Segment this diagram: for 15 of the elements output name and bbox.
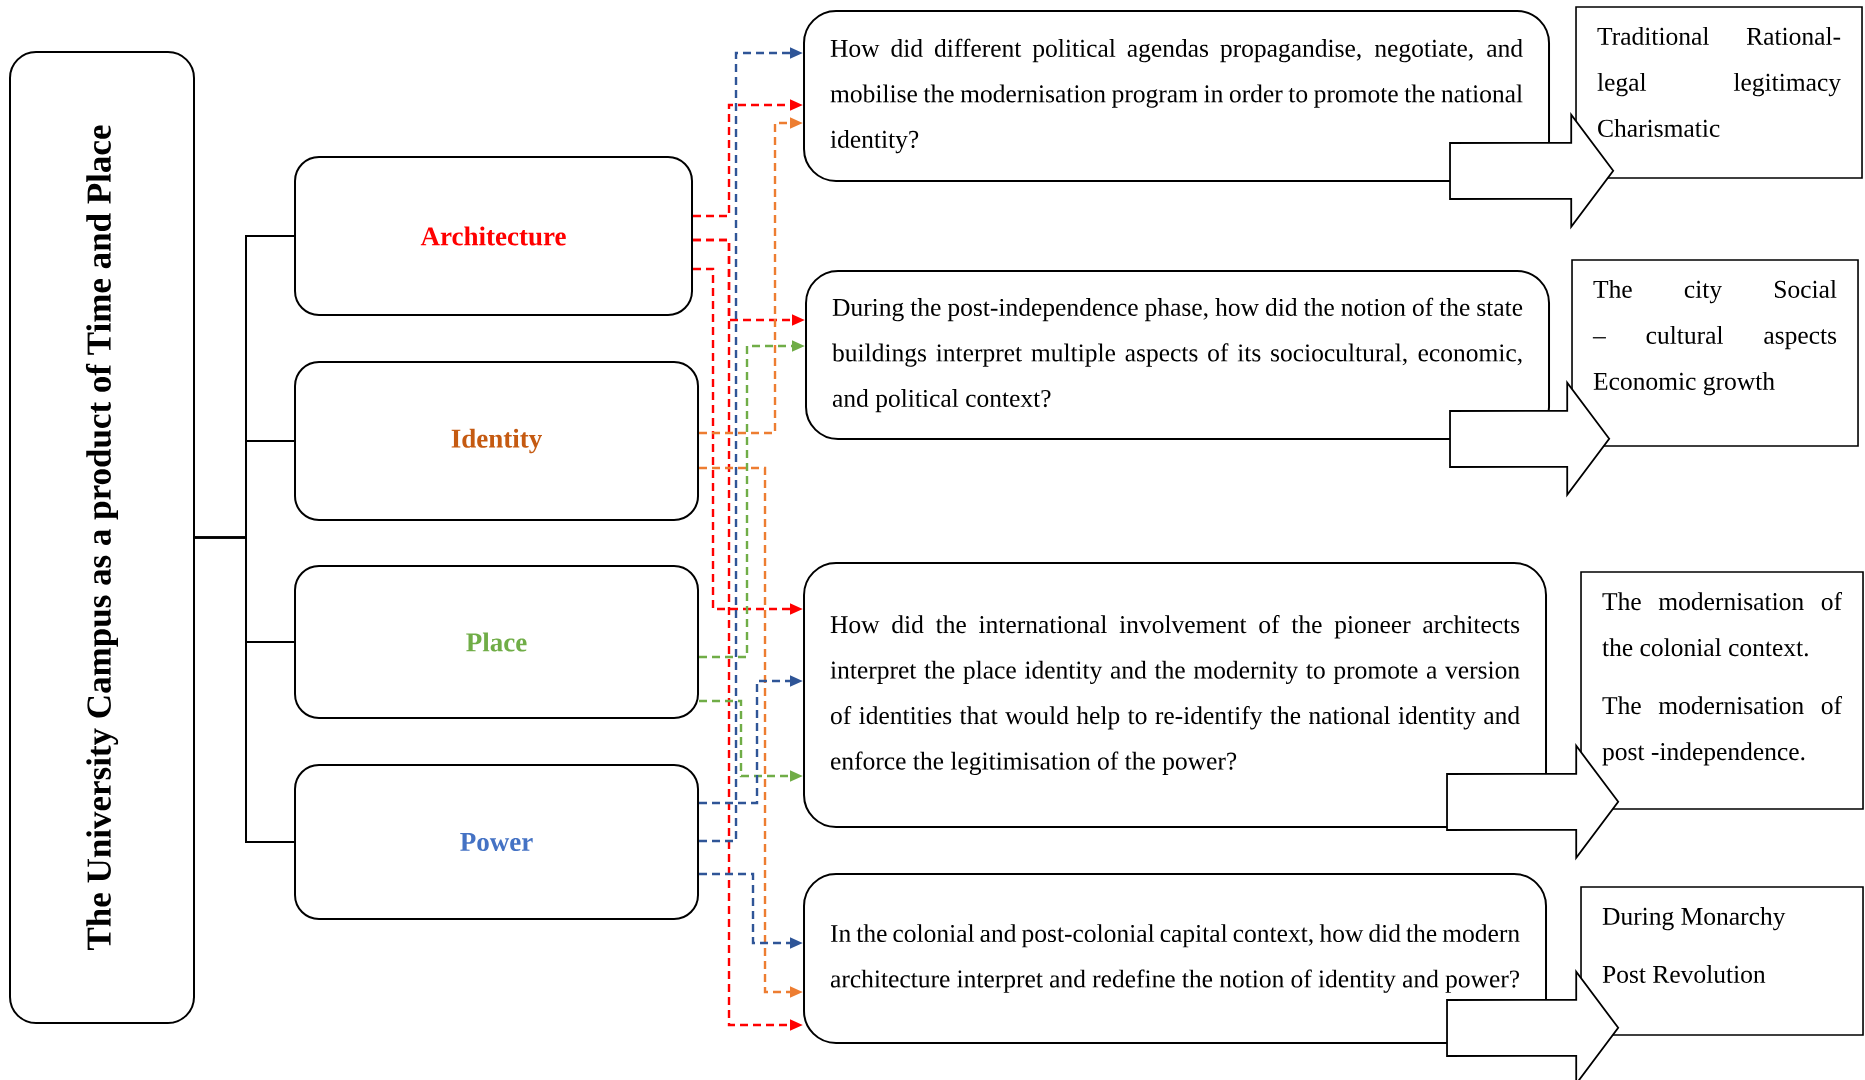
category-box: Power (294, 764, 699, 920)
answer-box: The city Social – cultural aspects Economic growth (1571, 259, 1859, 447)
connector-line (194, 536, 295, 843)
category-box: Architecture (294, 156, 693, 316)
title-box: The University Campus as a product of Time and Place (9, 51, 195, 1024)
answer-box: Traditional Rational-legal legitimacy Charismatic (1575, 6, 1863, 179)
block-arrow (1446, 969, 1620, 1080)
category-box: Identity (294, 361, 699, 521)
answer-box: During Monarchy Post Revolution (1580, 886, 1864, 1036)
question-box: During the post-independence phase, how did the notion of the state buildings interpret multiple aspects of its sociocultural, economic, and political context? (805, 270, 1550, 440)
question-box: In the colonial and post-colonial capital context, how did the modern architecture interpret and redefine the notion of identity and power? (803, 873, 1547, 1044)
question-box: How did different political agendas propagandise, negotiate, and mobilise the modernisation program in order to promote the national identity? (803, 10, 1550, 182)
answer-box: The modernisation of the colonial context. The modernisation of post -independence. (1580, 571, 1864, 810)
category-box: Place (294, 565, 699, 719)
question-box: How did the international involvement of the pioneer architects interpret the place identity and the modernity to promote a version of identities that would help to re-identify the national identity and enforce the legitimisation of the power? (803, 562, 1547, 828)
